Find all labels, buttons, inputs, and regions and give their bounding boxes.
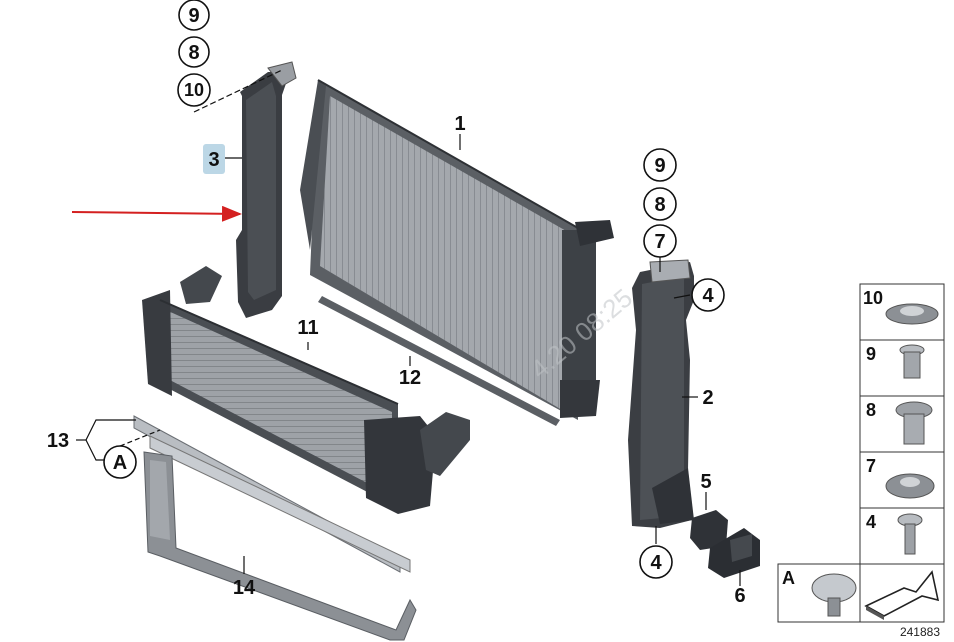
fastener-legend: 10 9 8 7 4 A <box>777 283 945 623</box>
callout-label: 9 <box>188 5 199 27</box>
callout-right-9[interactable]: 9 <box>643 148 677 182</box>
callout-label: 3 <box>208 149 219 171</box>
callout-detail-A[interactable]: A <box>103 445 137 479</box>
pointer-arrow <box>71 205 242 222</box>
rubber-block-6 <box>708 528 760 578</box>
callout-highlighted-3[interactable]: 3 <box>203 144 225 174</box>
callout-label: 9 <box>654 155 665 177</box>
callout-label: 4 <box>702 285 714 307</box>
callout-guide-screw-4-top[interactable]: 4 <box>691 278 725 312</box>
callout-label: 12 <box>399 367 421 389</box>
callout-intercooler-11[interactable]: 11 <box>297 317 318 339</box>
arrow-symbol-icon <box>864 570 940 620</box>
callout-label: 13 <box>47 430 69 452</box>
legend-label-4: 4 <box>866 512 876 532</box>
callout-right-7[interactable]: 7 <box>643 224 677 258</box>
seal-strip-part <box>318 296 560 426</box>
carrier-part <box>143 451 417 641</box>
callout-label: 5 <box>700 471 711 493</box>
legend-label-8: 8 <box>866 400 876 420</box>
bracket-part <box>133 415 411 573</box>
callout-label: A <box>113 452 127 474</box>
air-guide-right-part <box>628 259 694 528</box>
callout-bracket-13[interactable]: 13 <box>47 430 69 452</box>
legend-label-7: 7 <box>866 456 876 476</box>
callout-radiator-1[interactable]: 1 <box>454 113 465 135</box>
screw-4-icon <box>897 513 923 555</box>
callout-block-5[interactable]: 5 <box>700 471 711 493</box>
callout-seal-12[interactable]: 12 <box>399 367 421 389</box>
callout-right-8[interactable]: 8 <box>643 187 677 221</box>
legend-label-10: 10 <box>863 288 883 308</box>
callout-top-left-8[interactable]: 8 <box>178 36 210 68</box>
air-guide-left-part <box>236 61 297 318</box>
callout-carrier-14[interactable]: 14 <box>233 577 256 599</box>
clip-7-icon <box>885 473 935 499</box>
callout-top-left-10[interactable]: 10 <box>177 73 211 107</box>
callout-label: 1 <box>454 113 465 135</box>
radiator-part <box>300 79 614 420</box>
callout-label: 7 <box>654 231 665 253</box>
intercooler-part <box>142 266 470 514</box>
leader-lines <box>76 69 741 586</box>
document-number: 241883 <box>900 625 940 639</box>
callout-label: 8 <box>654 194 665 216</box>
rubber-block-5 <box>690 510 728 550</box>
expanding-rivet-9-icon <box>899 344 925 379</box>
clip-10-icon <box>885 303 939 325</box>
callout-block-6[interactable]: 6 <box>734 585 745 607</box>
callout-top-left-9[interactable]: 9 <box>178 0 210 31</box>
callout-guide-screw-4-bottom[interactable]: 4 <box>639 545 673 579</box>
nut-8-icon <box>895 401 933 445</box>
callout-label: 10 <box>184 80 204 100</box>
callout-label: 4 <box>650 552 662 574</box>
callout-guide-right-2[interactable]: 2 <box>702 387 713 409</box>
callout-label: 2 <box>702 387 713 409</box>
push-rivet-A-icon <box>811 573 857 617</box>
legend-label-9: 9 <box>866 344 876 364</box>
callout-label: 6 <box>734 585 745 607</box>
callout-label: 11 <box>297 317 318 339</box>
callout-label: 14 <box>233 577 256 599</box>
legend-label-A: A <box>782 568 795 588</box>
callout-label: 8 <box>188 42 199 64</box>
